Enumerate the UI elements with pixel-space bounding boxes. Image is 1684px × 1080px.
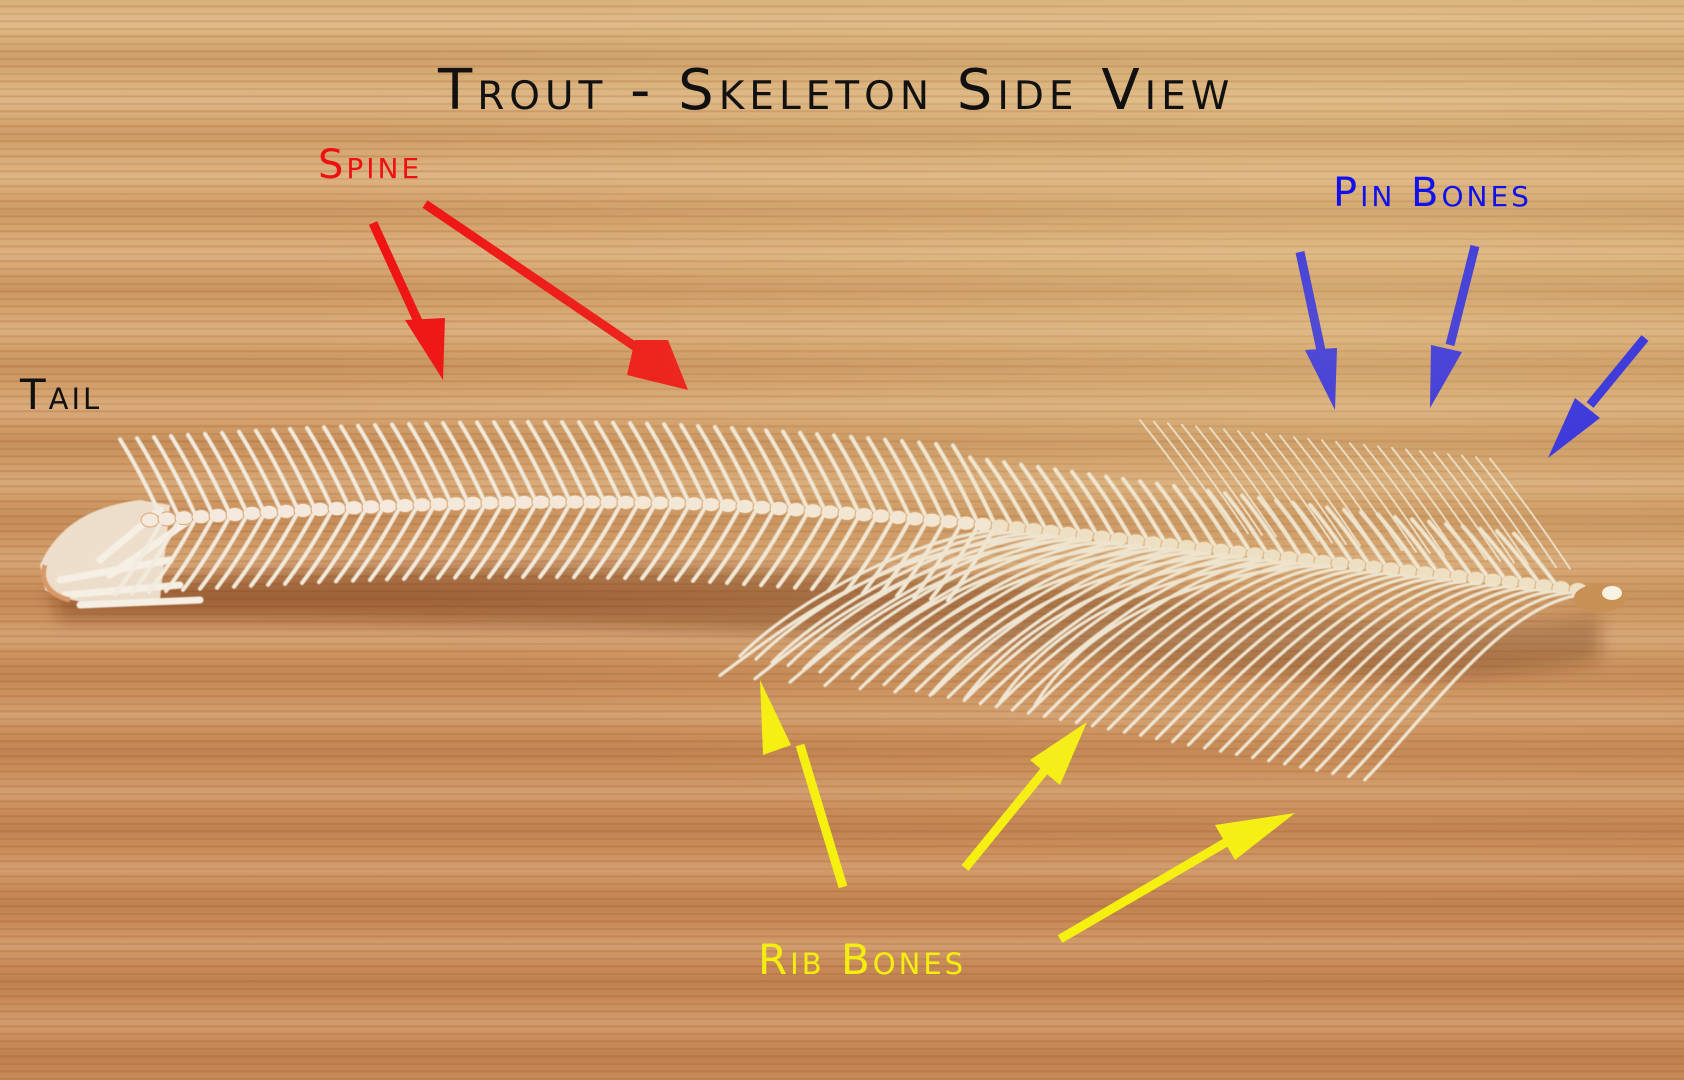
rib-bone-arrows: [760, 680, 1295, 943]
pin-bone-arrows: [1295, 244, 1649, 458]
pin-bones-label: Pin Bones: [1333, 170, 1532, 216]
spine-arrow-1: [368, 221, 427, 332]
spine-arrow-2: [422, 200, 655, 362]
arrow-head-icon: [760, 680, 791, 755]
pin-bones: [1139, 419, 1571, 570]
arrow-head-icon: [1215, 813, 1295, 860]
arrow-head-icon: [1430, 345, 1462, 408]
arrow-head-icon: [1548, 398, 1600, 458]
tail-fin: [40, 500, 204, 609]
pin-arrow-2: [1445, 244, 1480, 347]
tail-label: Tail: [20, 370, 103, 419]
neural-spines: [118, 420, 1556, 584]
pin-arrow-1: [1295, 251, 1327, 356]
spine-label: Spine: [318, 142, 423, 188]
arrow-head-icon: [627, 340, 688, 390]
spine-arrows: [368, 200, 688, 390]
head-end: [1574, 584, 1626, 612]
arrow-head-icon: [1305, 348, 1337, 410]
arrow-head-icon: [1030, 722, 1087, 785]
rib-arrow-3: [1057, 836, 1233, 943]
arrow-head-icon: [405, 318, 445, 380]
rib-bones-label: Rib Bones: [758, 935, 967, 984]
pin-arrow-3: [1586, 335, 1649, 408]
rib-arrow-2: [961, 767, 1049, 871]
rib-bones: [718, 528, 1587, 782]
rib-arrow-1: [795, 743, 848, 889]
diagram-title: Trout - Skeleton Side View: [438, 58, 1235, 123]
